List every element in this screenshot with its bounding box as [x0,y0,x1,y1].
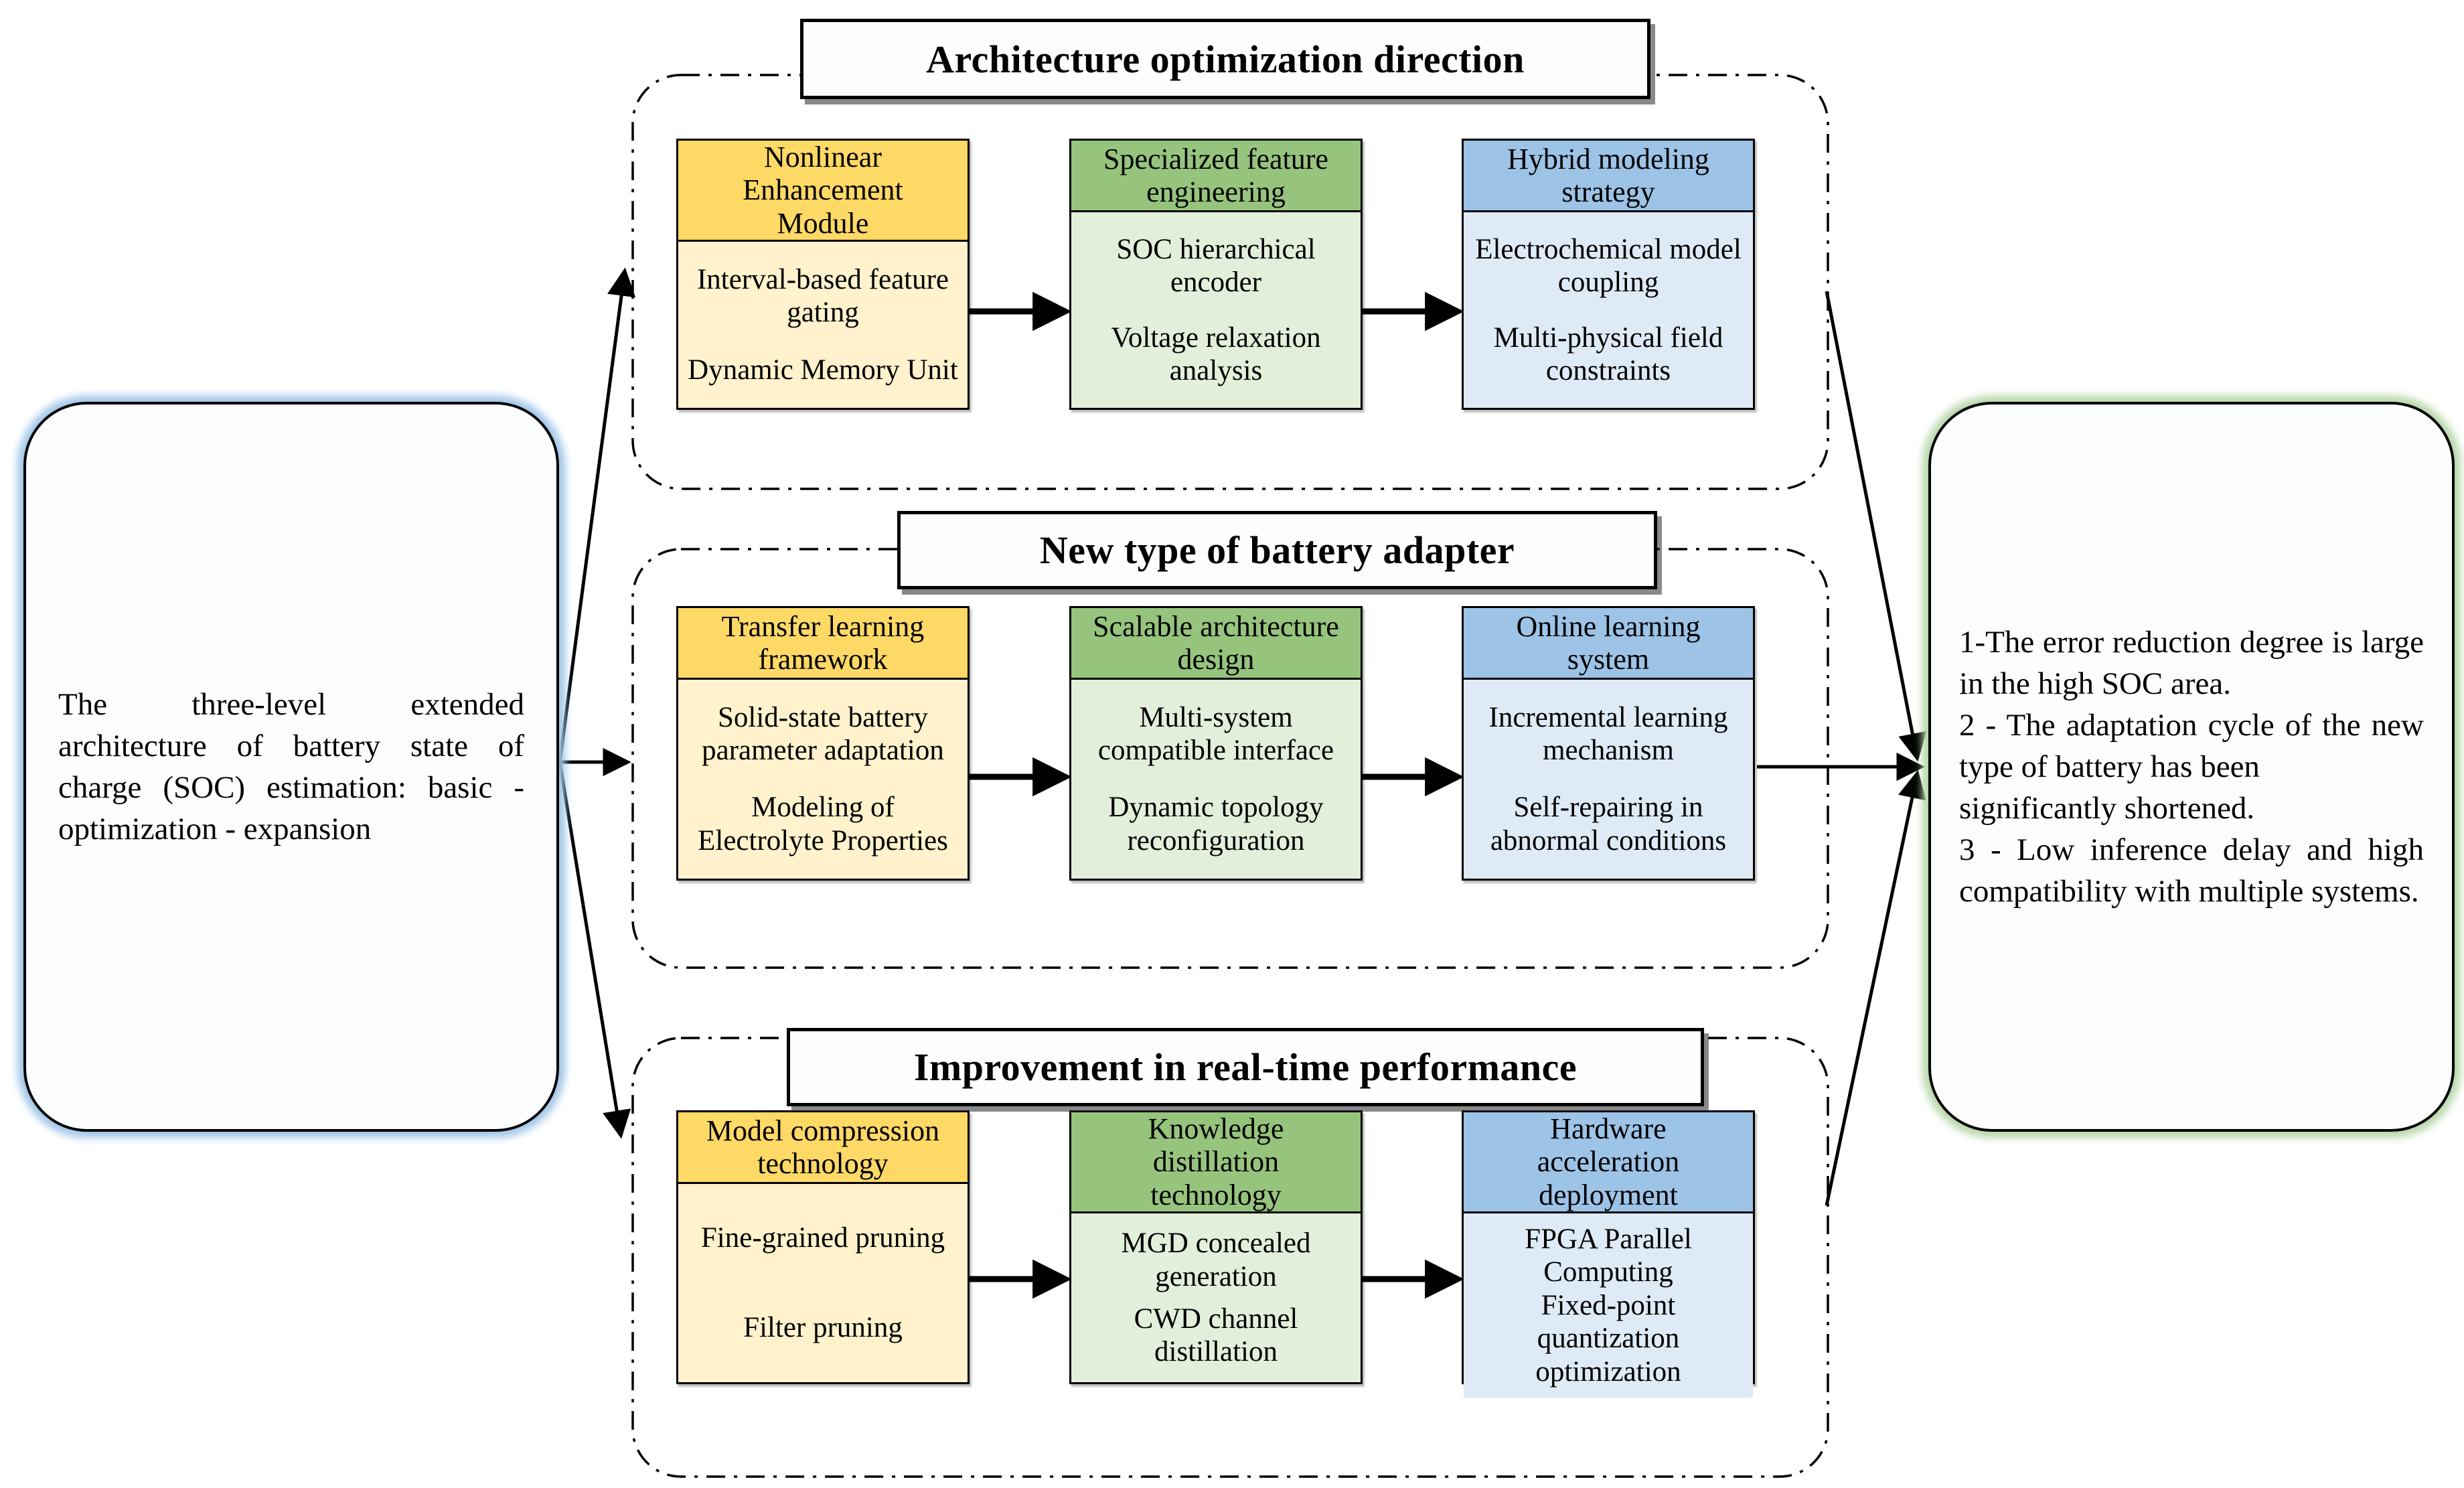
node-online-learning-system: Online learning system Incremental learn… [1462,606,1755,881]
node-item: Fine-grained pruning [700,1222,945,1254]
node-specialized-feature-engineering: Specialized feature engineering SOC hier… [1069,139,1363,410]
group1-title: Architecture optimization direction [800,19,1650,99]
arrow-left-to-group3 [558,761,631,1139]
node-body: SOC hierarchical encoder Voltage relaxat… [1071,212,1361,408]
arrow-group3-to-right [1825,769,1926,1206]
node-transfer-learning-framework: Transfer learning framework Solid-state … [676,606,970,881]
node-item: Multi-physical field constraints [1493,321,1723,386]
result-point-1: 1-The error reduction degree is large in… [1959,624,2424,701]
group2-border [631,548,1829,969]
arrow-left-to-group1 [558,267,636,763]
node-model-compression-technology: Model compression technology Fine-graine… [676,1110,970,1384]
node-item: MGD concealed generation [1121,1227,1311,1292]
node-header: Nonlinear Enhancement Module [678,141,968,242]
node-item: Modeling of Electrolyte Properties [698,792,948,857]
group3-title-label: Improvement in real-time performance [913,1045,1577,1089]
node-item: Filter pruning [743,1312,903,1344]
node-item: Solid-state battery parameter adaptation [702,701,944,767]
node-item: Multi-system compatible interface [1097,701,1334,767]
right-results-text: 1-The error reduction degree is large in… [1959,621,2424,912]
node-item: Electrochemical model coupling [1475,233,1742,298]
node-item: Dynamic Memory Unit [688,354,958,386]
left-summary-panel: The three-level extended architecture of… [23,402,559,1132]
node-body: Electrochemical model coupling Multi-phy… [1464,212,1753,408]
node-body: Incremental learning mechanism Self-repa… [1464,680,1753,879]
node-header: Hardware acceleration deployment [1464,1112,1753,1213]
node-item: Dynamic topology reconfiguration [1108,792,1324,857]
result-point-2b: significantly shortened. [1959,791,2255,826]
node-item: Fixed-point quantization optimization [1535,1289,1681,1388]
left-summary-text: The three-level extended architecture of… [58,686,524,847]
node-header: Specialized feature engineering [1071,141,1361,212]
node-header: Model compression technology [678,1112,968,1184]
node-body: FPGA Parallel Computing Fixed-point quan… [1464,1213,1753,1398]
node-item: Interval-based feature gating [696,263,949,329]
node-item: Incremental learning mechanism [1488,701,1728,767]
node-body: Interval-based feature gating Dynamic Me… [678,241,968,408]
node-body: MGD concealed generation CWD channel dis… [1071,1213,1361,1382]
node-body: Fine-grained pruning Filter pruning [678,1184,968,1382]
node-header: Knowledge distillation technology [1071,1112,1361,1213]
group3-border [631,1037,1829,1478]
node-nonlinear-enhancement-module: Nonlinear Enhancement Module Interval-ba… [676,139,970,410]
group2-title: New type of battery adapter [897,511,1657,589]
result-point-3: 3 - Low inference delay and high compati… [1959,832,2424,909]
group2-title-label: New type of battery adapter [1039,528,1515,572]
node-body: Multi-system compatible interface Dynami… [1071,680,1361,879]
group3-title: Improvement in real-time performance [787,1028,1704,1106]
node-body: Solid-state battery parameter adaptation… [678,680,968,879]
node-header: Online learning system [1464,608,1753,680]
node-hybrid-modeling-strategy: Hybrid modeling strategy Electrochemical… [1462,139,1755,410]
node-knowledge-distillation-technology: Knowledge distillation technology MGD co… [1069,1110,1363,1384]
node-item: CWD channel distillation [1134,1303,1298,1367]
node-item: Voltage relaxation analysis [1111,321,1321,386]
node-item: SOC hierarchical encoder [1116,233,1316,298]
node-item: Self-repairing in abnormal conditions [1490,792,1727,857]
result-point-2: 2 - The adaptation cycle of the new type… [1959,707,2424,784]
group1-title-label: Architecture optimization direction [926,37,1525,81]
right-results-panel: 1-The error reduction degree is large in… [1928,402,2455,1132]
node-header: Scalable architecture design [1071,608,1361,680]
node-item: FPGA Parallel Computing [1525,1223,1692,1288]
arrow-group1-to-right [1825,291,1927,762]
node-header: Hybrid modeling strategy [1464,141,1753,212]
node-header: Transfer learning framework [678,608,968,680]
node-hardware-acceleration-deployment: Hardware acceleration deployment FPGA Pa… [1462,1110,1755,1398]
node-scalable-architecture-design: Scalable architecture design Multi-syste… [1069,606,1363,881]
